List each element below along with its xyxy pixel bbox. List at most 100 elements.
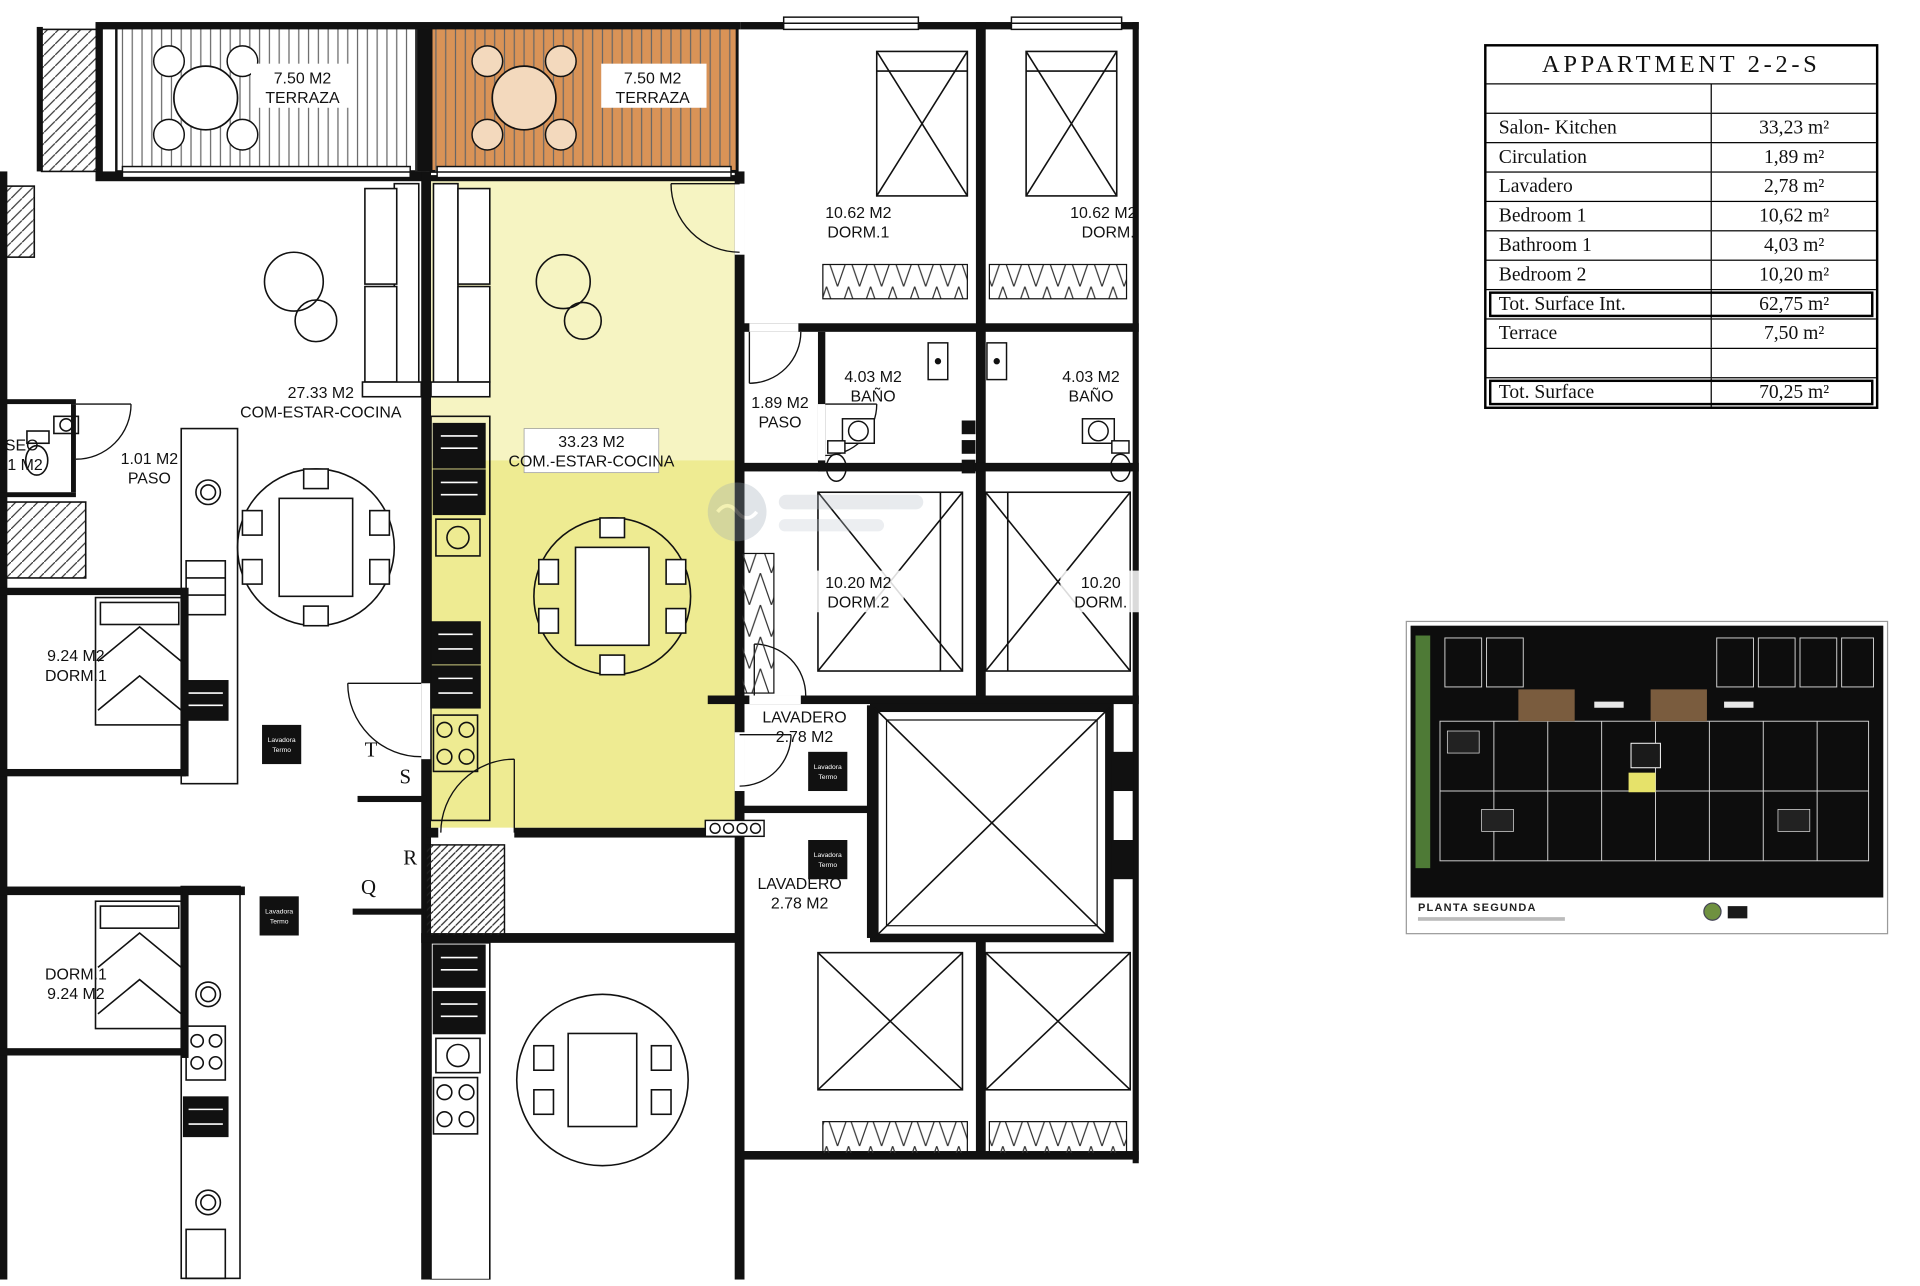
- svg-text:COM-ESTAR-COCINA: COM-ESTAR-COCINA: [240, 405, 402, 422]
- table-row: Terrace 7,50 m²: [1486, 319, 1876, 349]
- svg-text:TERRAZA: TERRAZA: [616, 90, 691, 107]
- aseo-fixtures: [24, 415, 80, 476]
- svg-text:1 M2: 1 M2: [7, 457, 43, 474]
- svg-text:7.50 M2: 7.50 M2: [624, 70, 682, 87]
- bed-icon: [875, 50, 969, 197]
- thumbnail-image: [1410, 625, 1884, 898]
- washer-icon: Lavadora Termo: [262, 724, 302, 765]
- svg-text:33.23 M2: 33.23 M2: [558, 434, 624, 451]
- svg-text:Lavadora: Lavadora: [814, 764, 842, 771]
- svg-text:PASO: PASO: [758, 414, 801, 431]
- wardrobes: [741, 263, 1128, 1155]
- windows: [121, 16, 1123, 838]
- elevator-shaft: [870, 703, 1114, 943]
- svg-text:DORM.1: DORM.1: [45, 967, 107, 984]
- dining-table-icon: [533, 517, 692, 676]
- table-row-total-surface: Tot. Surface 70,25 m²: [1487, 378, 1876, 407]
- bed-icon: [817, 951, 964, 1091]
- left-apartment-furniture: [24, 182, 423, 785]
- svg-text:10.62 M2: 10.62 M2: [825, 205, 891, 222]
- room-label: 27.33 M2 COM-ESTAR-COCINA: [240, 385, 402, 422]
- svg-text:Q: Q: [361, 875, 376, 899]
- svg-text:R: R: [403, 845, 417, 869]
- svg-text:Lavadora: Lavadora: [268, 737, 296, 744]
- table-blank-row: [1486, 84, 1876, 114]
- bed-icon: [94, 596, 185, 726]
- svg-text:BAÑO: BAÑO: [1068, 387, 1113, 406]
- stair-letters: T S R Q: [361, 738, 417, 899]
- rug-icon: [535, 253, 603, 340]
- sofa-icon: [361, 182, 423, 398]
- sofa-icon: [430, 182, 491, 398]
- watermark: [707, 482, 924, 542]
- svg-text:TERRAZA: TERRAZA: [265, 90, 340, 107]
- svg-text:1.89 M2: 1.89 M2: [751, 395, 809, 412]
- room-label: DORM.1 9.24 M2: [45, 967, 107, 1004]
- main-apartment-furniture: [430, 182, 692, 822]
- rug-icon: [263, 251, 338, 343]
- terrace-left: [115, 25, 418, 173]
- bathroom-fixtures: [825, 342, 1131, 482]
- apartment-summary-table: APPARTMENT 2-2-S Salon- Kitchen 33,23 m²…: [1484, 44, 1879, 409]
- staircase: [425, 844, 506, 937]
- svg-text:Lavadora: Lavadora: [814, 852, 842, 859]
- svg-text:T: T: [365, 738, 378, 762]
- thumbnail-drawing: [1410, 625, 1884, 898]
- svg-text:S: S: [400, 765, 412, 789]
- svg-text:DORM.: DORM.: [1074, 594, 1127, 611]
- bottom-apartment-furniture: [94, 885, 689, 1281]
- svg-text:Termo: Termo: [818, 774, 837, 781]
- terrace-center: [429, 25, 739, 173]
- thumbnail-logo-box: [1728, 906, 1748, 919]
- label-backgrounds: [523, 428, 1142, 613]
- svg-text:DORM.2: DORM.2: [827, 594, 889, 611]
- terrace-table-icon: [152, 45, 259, 151]
- svg-text:SEO: SEO: [5, 438, 39, 455]
- svg-text:4.03 M2: 4.03 M2: [1062, 369, 1120, 386]
- kitchen-counter: [180, 885, 241, 1280]
- table-row: Bedroom 2 10,20 m²: [1486, 260, 1876, 291]
- table-row: Salon- Kitchen 33,23 m²: [1486, 113, 1876, 144]
- table-row-total-interior: Tot. Surface Int. 62,75 m²: [1486, 290, 1876, 320]
- dining-table-icon: [515, 993, 689, 1167]
- svg-text:27.33 M2: 27.33 M2: [288, 385, 354, 402]
- washer-icon: Lavadora Termo: [259, 896, 299, 936]
- room-label: 7.50 M2 TERRAZA: [616, 70, 691, 107]
- table-title: APPARTMENT 2-2-S: [1486, 47, 1876, 85]
- washing-machines: Lavadora Termo Lavadora Termo Lavadora T…: [259, 724, 1134, 936]
- table-row: Bedroom 1 10,62 m²: [1486, 202, 1876, 232]
- thumbnail-caption-strip: PLANTA SEGUNDA: [1410, 897, 1884, 930]
- table-row: Circulation 1,89 m²: [1486, 143, 1876, 173]
- svg-text:Lavadora: Lavadora: [265, 908, 293, 915]
- room-label: 10.20 M2 DORM.2: [825, 575, 891, 612]
- kitchen-counter: [180, 427, 239, 785]
- svg-text:1.01 M2: 1.01 M2: [121, 451, 179, 468]
- thumbnail-caption: PLANTA SEGUNDA: [1417, 901, 1537, 914]
- svg-text:Termo: Termo: [272, 747, 291, 754]
- svg-text:10.20: 10.20: [1081, 575, 1121, 592]
- washer-icon: Lavadora Termo: [808, 751, 848, 792]
- table-row: Bathroom 1 4,03 m²: [1486, 231, 1876, 261]
- svg-text:9.24 M2: 9.24 M2: [47, 986, 105, 1003]
- bedroom-furniture: [817, 50, 1132, 1091]
- svg-text:10.62 M2: 10.62 M2: [1070, 205, 1136, 222]
- svg-text:Termo: Termo: [270, 918, 289, 925]
- svg-text:2.78 M2: 2.78 M2: [771, 896, 829, 913]
- kitchen-counter: [430, 415, 491, 822]
- svg-text:10.20 M2: 10.20 M2: [825, 575, 891, 592]
- svg-text:DORM.: DORM.: [1082, 225, 1135, 242]
- thumbnail-logo-icon: [1703, 902, 1723, 921]
- room-label: 10.62 M2 DORM.: [1070, 205, 1136, 242]
